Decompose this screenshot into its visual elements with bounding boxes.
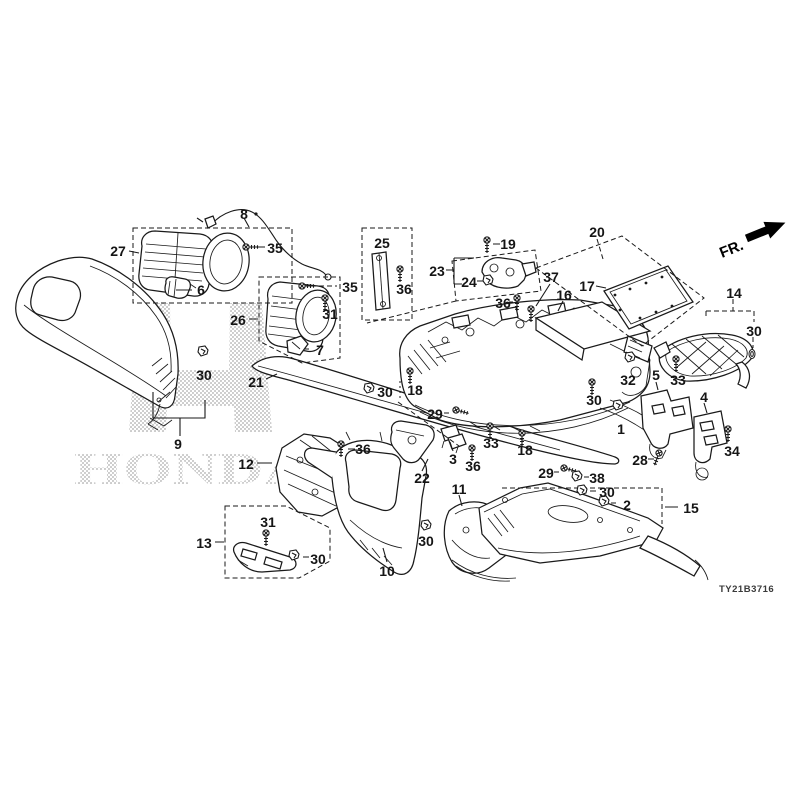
part-number-callout: 36	[495, 295, 511, 311]
group-box-23	[451, 249, 542, 302]
part-number-callout: 14	[726, 285, 742, 301]
group-box-25	[361, 227, 413, 321]
clip-30	[197, 345, 209, 357]
part-number-callout: 30	[377, 384, 393, 400]
part-number-callout: 21	[248, 374, 264, 390]
part-number-callout: 36	[396, 281, 412, 297]
part-number-callout: 16	[556, 287, 572, 303]
part-number-callout: 35	[342, 279, 358, 295]
group-box-13	[224, 505, 331, 579]
part-number-callout: 33	[483, 435, 499, 451]
part-number-callout: 27	[110, 243, 126, 259]
part-number-callout: 4	[700, 389, 708, 405]
part-number-callout: 25	[374, 235, 390, 251]
clip-30	[576, 484, 588, 496]
part-number-callout: 3	[449, 451, 457, 467]
part-number-callout: 30	[599, 484, 615, 500]
part-number-callout: 23	[429, 263, 445, 279]
clip-32	[624, 351, 636, 363]
part-number-callout: 24	[461, 274, 477, 290]
part-number-callout: 5	[652, 367, 660, 383]
part-number-callout: 29	[427, 406, 443, 422]
fr-arrow-icon	[744, 221, 786, 243]
part-number-callout: 30	[310, 551, 326, 567]
part-5-bracket	[640, 389, 694, 459]
honda-watermark-text: HONDA	[74, 443, 309, 494]
part-number-callout: 1	[617, 421, 625, 437]
part-number-callout: 7	[316, 342, 324, 358]
part-17-lid-panel	[603, 265, 694, 330]
part-number-callout: 9	[174, 436, 182, 452]
part-number-callout: 32	[620, 372, 636, 388]
part-22-corner-bracket	[390, 420, 435, 464]
part-number-callout: 10	[379, 563, 395, 579]
grouping-boxes	[132, 227, 755, 579]
part-number-callout: 30	[586, 392, 602, 408]
part-number-callout: 20	[589, 224, 605, 240]
part-9-instrument-panel-garnish	[15, 256, 179, 431]
clip-24	[482, 274, 494, 286]
part-number-callout: 29	[538, 465, 554, 481]
part-number-callout: 18	[407, 382, 423, 398]
part-number-callout: 35	[267, 240, 283, 256]
leader-lines	[128, 217, 708, 563]
part-8-wire-assembly	[196, 209, 332, 281]
part-number-callout: 31	[260, 514, 276, 530]
part-4-bracket	[693, 410, 728, 481]
part-number-callout: 34	[724, 443, 740, 459]
part-number-callout: 2	[623, 497, 631, 513]
clip-1	[612, 399, 624, 411]
part-number-callout: 12	[238, 456, 254, 472]
part-number-callout: 11	[452, 481, 467, 497]
part-number-callout: 19	[500, 236, 516, 252]
part-number-callout: 26	[230, 312, 246, 328]
group-bracket-14	[705, 299, 755, 348]
part-15-glove-box-lid	[451, 482, 709, 582]
part-number-callout: 33	[670, 372, 686, 388]
part-number-callout: 18	[517, 442, 533, 458]
part-number-callout: 6	[197, 282, 205, 298]
grommet-30	[748, 349, 756, 359]
part-27-side-vent	[138, 230, 250, 297]
part-number-callout: 22	[414, 470, 430, 486]
part-number-callout: 30	[196, 367, 212, 383]
diagram-code: TY21B3716	[719, 584, 774, 595]
group-box-26	[258, 276, 341, 364]
part-26-center-vent	[265, 281, 337, 353]
part-number-callout: 38	[589, 470, 605, 486]
part-number-callout: 37	[543, 269, 559, 285]
clip-30	[288, 549, 300, 561]
clip-38	[571, 470, 583, 482]
part-number-callout: 8	[240, 206, 248, 222]
part-10-console-garnish	[303, 431, 428, 575]
part-number-callout: 31	[322, 306, 338, 322]
group-box-27	[132, 227, 293, 304]
group-box-20	[534, 235, 705, 347]
clip-30	[420, 519, 432, 531]
part-25-damper	[371, 251, 391, 311]
part-number-callout: 28	[632, 452, 648, 468]
part-number-callout: 36	[465, 458, 481, 474]
part-number-callout: 13	[196, 535, 212, 551]
part-13-garnish-bar	[232, 541, 297, 573]
part-number-callout: 15	[683, 500, 699, 516]
part-number-callout: 30	[746, 323, 762, 339]
part-number-callout: 17	[579, 278, 595, 294]
part-number-callout: 36	[355, 441, 371, 457]
part-14-grab-rail	[653, 332, 754, 389]
part-number-callout: 30	[418, 533, 434, 549]
clip-30	[363, 382, 375, 394]
